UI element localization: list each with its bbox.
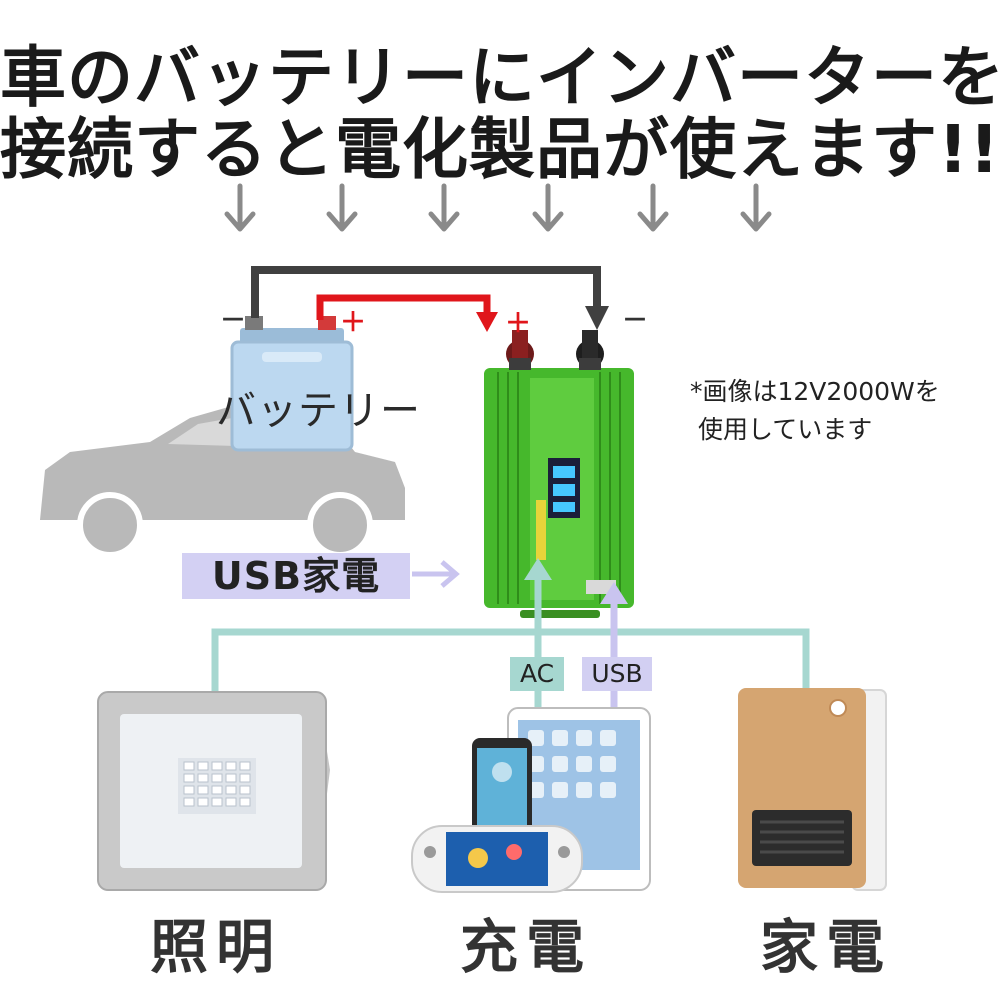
smartphone-icon	[472, 738, 532, 850]
inverter-device	[484, 330, 634, 618]
down-arrow-icon	[532, 183, 564, 232]
usb-appliance-arrow-icon	[412, 560, 460, 588]
appliance-label: 家電	[760, 913, 893, 981]
headline-line-1: 車のバッテリーにインバーターを	[0, 39, 1000, 116]
game-console-icon	[411, 825, 583, 893]
negative-wire	[251, 266, 609, 330]
floodlight-icon	[97, 691, 330, 891]
heater-icon	[738, 688, 887, 891]
down-arrow-icon	[224, 183, 256, 232]
battery-negative-sign: －	[220, 306, 247, 336]
battery-label: バッテリー	[216, 388, 421, 434]
down-arrow-icon	[637, 183, 669, 232]
down-arrow-icon	[740, 183, 772, 232]
inverter-positive-sign: ＋	[505, 309, 532, 339]
lighting-label: 照明	[150, 913, 283, 981]
positive-wire	[316, 294, 498, 332]
down-arrows	[224, 183, 772, 232]
usb-port-label: USB	[582, 657, 652, 691]
headline-line-2: 接続すると電化製品が使えます!!	[0, 111, 1000, 188]
ac-up-arrow-icon	[524, 558, 552, 580]
usb-appliance-label: USB家電	[182, 553, 410, 599]
inverter-negative-sign: －	[622, 306, 649, 336]
charging-label: 充電	[460, 913, 593, 981]
down-arrow-icon	[428, 183, 460, 232]
ac-port-label: AC	[510, 657, 564, 691]
battery-positive-sign: ＋	[340, 308, 367, 338]
usb-up-arrow-icon	[600, 582, 628, 604]
note-line-2: 使用しています	[698, 415, 873, 444]
battery-icon	[230, 316, 354, 452]
note-line-1: *画像は12V2000Wを	[690, 377, 940, 406]
down-arrow-icon	[326, 183, 358, 232]
